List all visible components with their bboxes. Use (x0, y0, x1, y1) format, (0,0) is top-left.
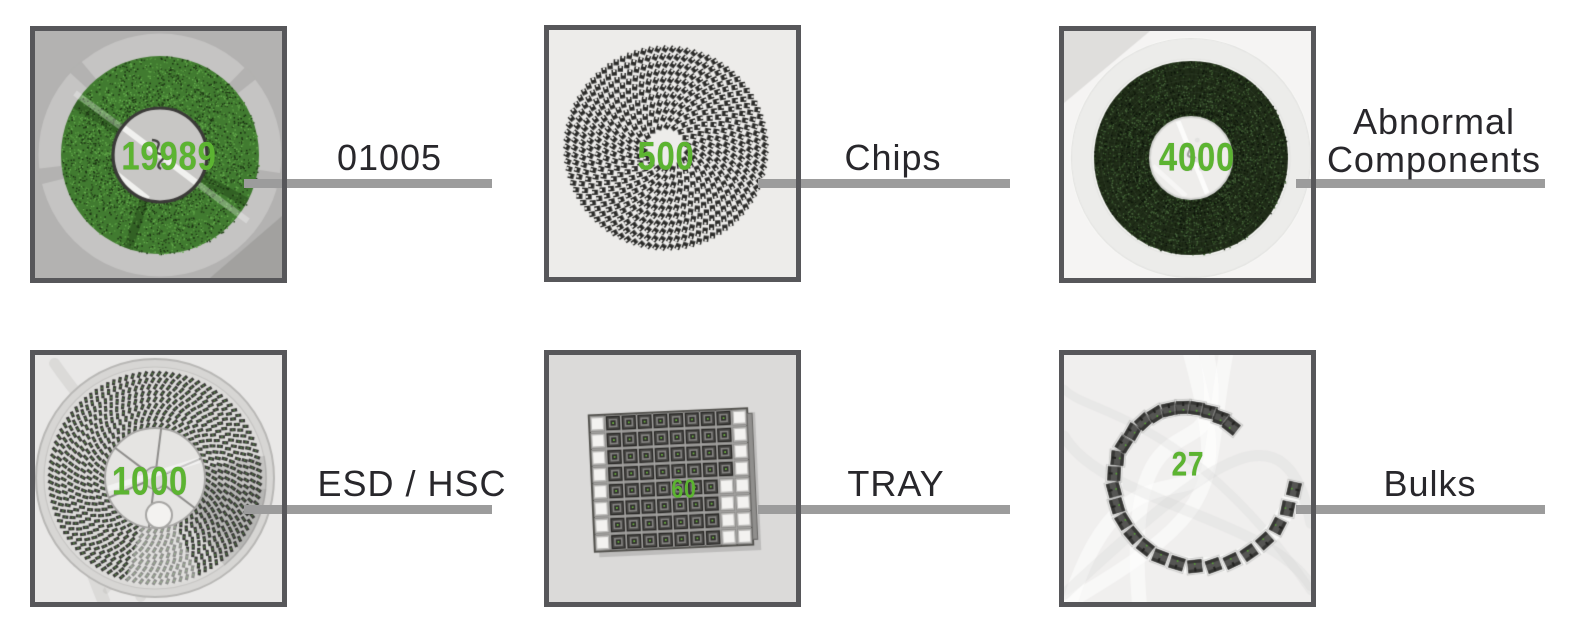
xray-image-frame: 500 (544, 25, 801, 282)
category-label-line-1: Abnormal (1352, 101, 1516, 142)
component-count: 1000 (111, 459, 189, 504)
category-label: Bulks (1383, 463, 1477, 504)
component-count: 27 (1171, 445, 1205, 484)
xray-photo-tray-grid (549, 355, 796, 602)
xray-image-frame: 60 (544, 350, 801, 607)
component-count: 19989 (121, 134, 217, 179)
xray-image-frame: 4000 (1059, 26, 1316, 283)
xray-image-frame: 27 (1059, 350, 1316, 607)
xray-photo-chip-spiral (549, 30, 796, 277)
xray-photo-bulk-spiral (1064, 355, 1311, 602)
connector-line (758, 505, 1010, 514)
category-label: 01005 (336, 137, 443, 178)
category-label: TRAY (847, 463, 945, 504)
connector-line (758, 179, 1010, 188)
category-label: Abnormal Components (1322, 103, 1546, 179)
category-label: ESD / HSC (317, 463, 507, 504)
xray-image-frame: 19989 (30, 26, 287, 283)
category-label-line-2: Components (1326, 139, 1542, 180)
xray-photo-dark-reel (1064, 31, 1311, 278)
connector-line (1296, 505, 1545, 514)
component-count: 500 (637, 134, 695, 179)
xray-image-frame: 1000 (30, 350, 287, 607)
connector-line (244, 505, 492, 514)
xray-photo-green-reel (35, 31, 282, 278)
connector-line (1296, 179, 1545, 188)
category-label: Chips (844, 137, 942, 178)
component-count: 4000 (1158, 135, 1236, 180)
component-count: 60 (671, 473, 697, 504)
xray-photo-gray-reel (35, 355, 282, 602)
connector-line (244, 179, 492, 188)
